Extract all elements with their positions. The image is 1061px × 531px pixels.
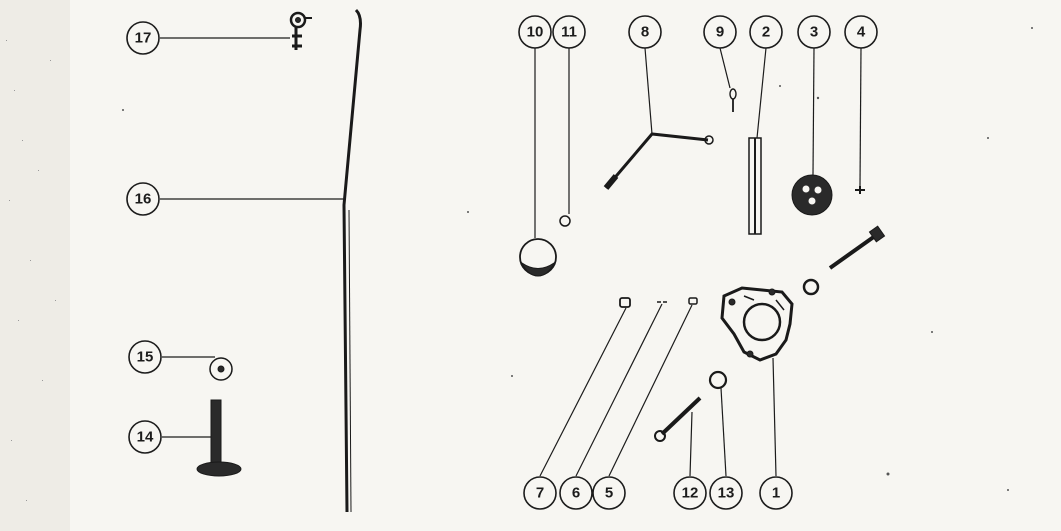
callout-10: 10 <box>518 15 552 49</box>
callout-12: 12 <box>673 476 707 510</box>
part-1-housing <box>720 286 794 362</box>
callout-8-label: 8 <box>641 24 649 41</box>
callout-3-label: 3 <box>810 24 818 41</box>
callout-7: 7 <box>523 476 557 510</box>
part-7-nut <box>619 297 631 308</box>
part-17-bracket <box>289 11 312 50</box>
part-4-small-screw <box>855 186 865 194</box>
callout-6: 6 <box>559 476 593 510</box>
callout-1-label: 1 <box>772 485 780 502</box>
callout-16: 16 <box>126 182 160 216</box>
part-15-nut <box>209 357 233 381</box>
callout-17: 17 <box>126 21 160 55</box>
part-3-disc <box>791 174 833 216</box>
leader-lines <box>160 37 862 477</box>
callout-12-label: 12 <box>682 485 699 502</box>
callout-15: 15 <box>128 340 162 374</box>
part-13-washer <box>708 370 728 390</box>
callout-4: 4 <box>844 15 878 49</box>
callout-11: 11 <box>552 15 586 49</box>
part-16-long-rod <box>342 8 362 513</box>
part-14-foot <box>196 399 242 477</box>
callout-13: 13 <box>709 476 743 510</box>
part-9-pin <box>729 88 737 112</box>
callout-2-label: 2 <box>762 24 770 41</box>
callout-8: 8 <box>628 15 662 49</box>
small-washer-housing <box>802 278 820 296</box>
part-11-washer <box>559 215 571 227</box>
part-10-ball-knob <box>519 238 557 277</box>
callout-13-label: 13 <box>718 485 735 502</box>
callout-3: 3 <box>797 15 831 49</box>
callout-5-label: 5 <box>605 485 613 502</box>
scan-specks <box>122 27 1033 491</box>
callout-7-label: 7 <box>536 485 544 502</box>
part-16-rod-edge <box>348 209 352 513</box>
long-bolt-upper <box>828 225 886 270</box>
callout-10-label: 10 <box>527 24 544 41</box>
part-8-bent-rod <box>603 132 714 190</box>
callout-15-label: 15 <box>137 349 154 366</box>
part-12-bolt <box>654 396 702 442</box>
callout-14: 14 <box>128 420 162 454</box>
callout-14-label: 14 <box>137 429 154 446</box>
callout-11-label: 11 <box>561 24 577 41</box>
scan-edge-texture <box>0 0 70 531</box>
callout-16-label: 16 <box>135 191 152 208</box>
callout-1: 1 <box>759 476 793 510</box>
callout-2: 2 <box>749 15 783 49</box>
part-2-shaft <box>748 137 762 235</box>
callout-9-label: 9 <box>716 24 724 41</box>
callout-9: 9 <box>703 15 737 49</box>
part-5-sleeve <box>688 297 698 305</box>
callout-5: 5 <box>592 476 626 510</box>
callout-4-label: 4 <box>857 24 866 41</box>
callout-17-label: 17 <box>135 30 152 47</box>
callout-6-label: 6 <box>572 485 580 502</box>
